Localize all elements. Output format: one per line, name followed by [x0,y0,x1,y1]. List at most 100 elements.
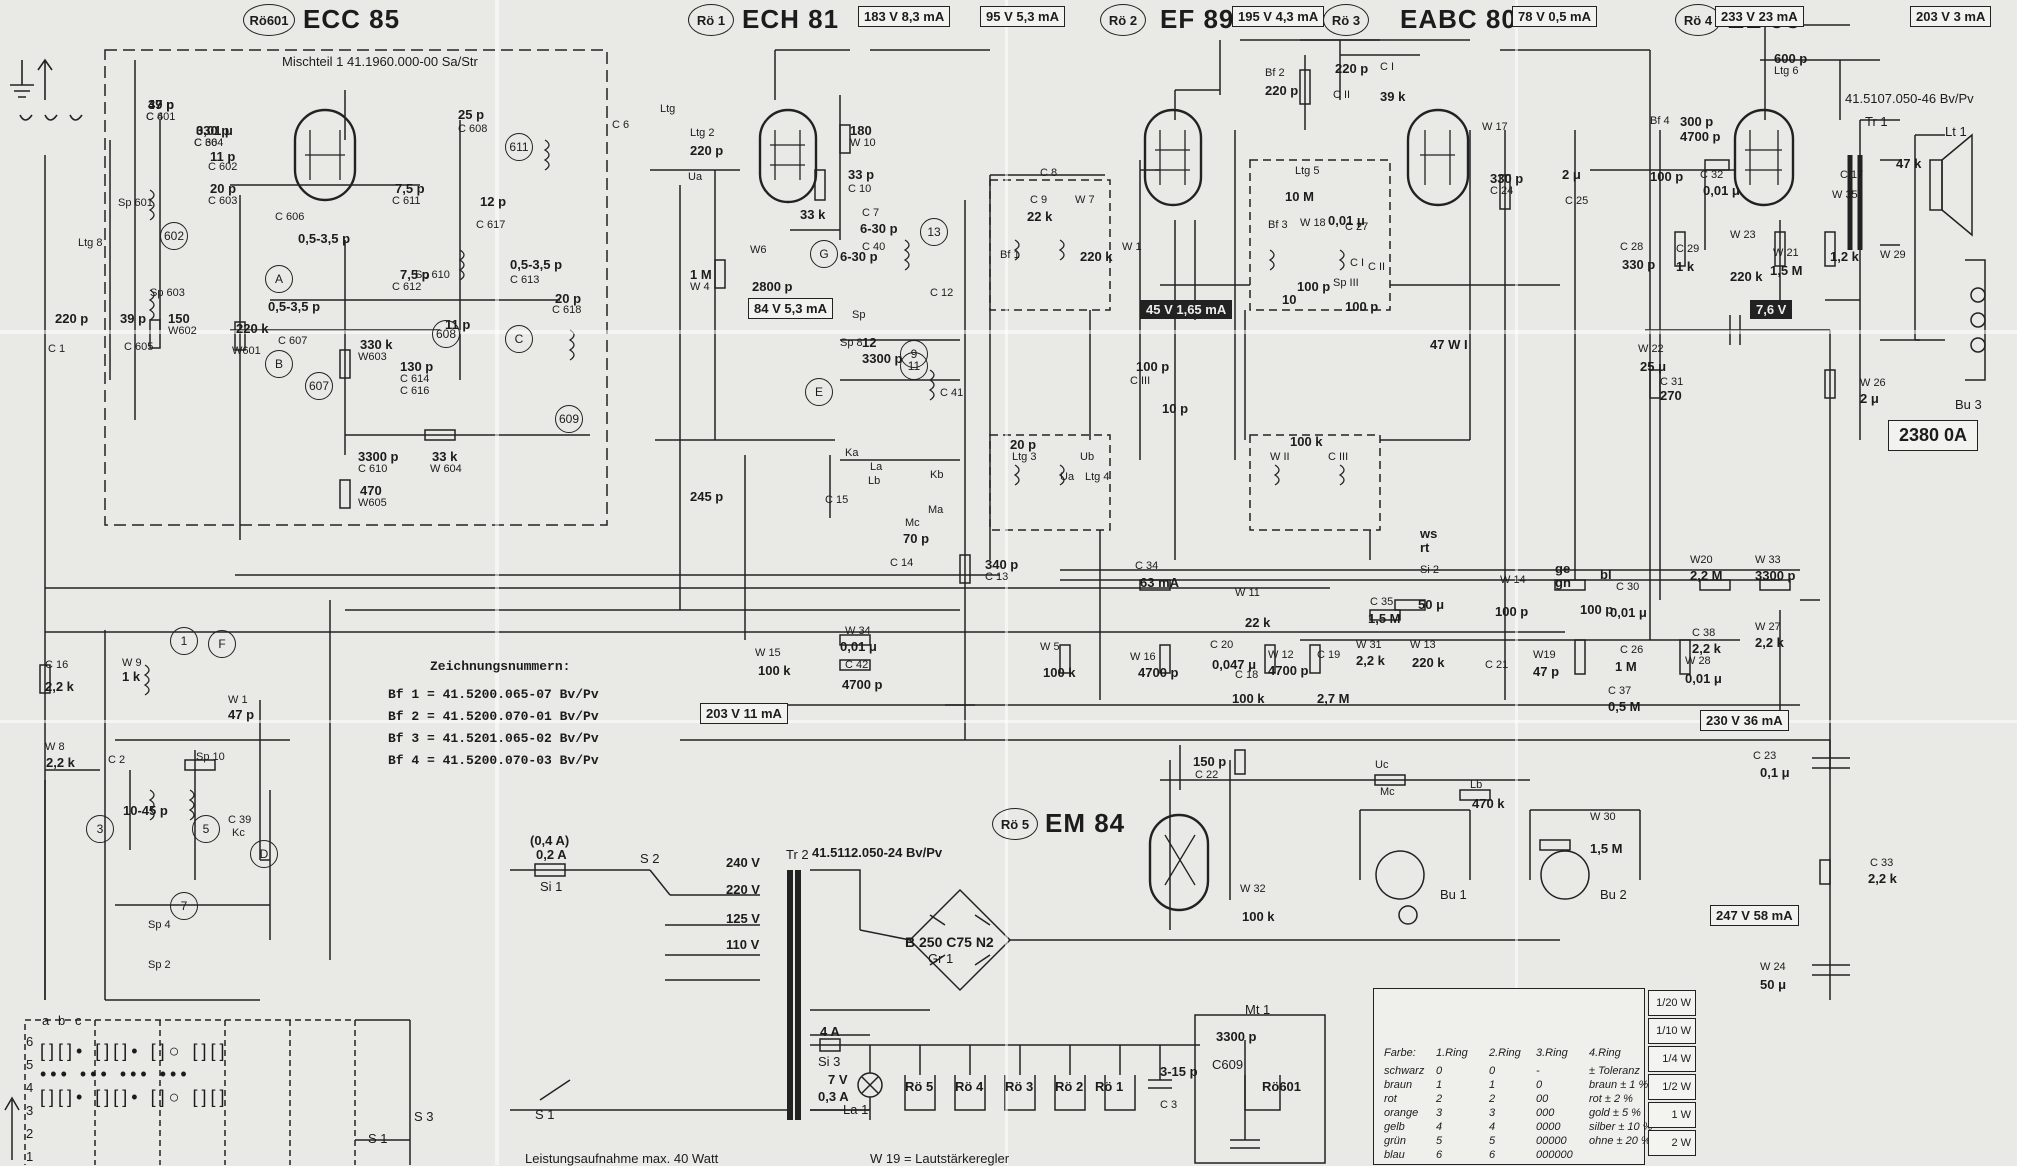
color-table-head-ring4: 4.Ring [1589,1047,1621,1059]
component-label: Sp 10 [196,751,225,763]
transformer-tap-110: 110 V [726,937,760,952]
component-label: W 1 [228,694,248,706]
color-table-cell: 00000 [1536,1135,1567,1147]
component-label: 20 p [1010,437,1037,452]
component-label: Bf 1 [1000,249,1020,261]
component-label: 130 p [400,359,434,374]
color-table-cell: 0 [1536,1079,1543,1091]
component-label: C 617 [476,219,506,231]
component-label: W 17 [1482,121,1508,133]
switch-col-c: c [75,1013,82,1028]
component-label: C 616 [400,385,430,397]
voltage-box-el95-anode: 233 V 23 mA [1715,6,1804,27]
component-label: 33 p [848,167,875,182]
heater-ro5: Rö 5 [905,1079,934,1094]
tube-ref-ech81: Rö 1 [688,4,734,36]
component-label: 220 k [236,321,269,336]
component-label: 0,01 μ [1328,213,1365,228]
component-label: W20 [1690,554,1713,566]
component-label: 330 p [1490,171,1524,186]
color-table-cell: braun ± 1 % [1589,1079,1649,1091]
component-label: C 605 [124,341,154,353]
color-table-cell: 0000 [1536,1121,1561,1133]
component-label: Bf 2 [1265,67,1285,79]
component-label: 70 p [903,531,930,546]
component-label: 10 p [1162,401,1189,416]
component-label: 220 k [1730,269,1763,284]
component-label: 100 p [1580,602,1614,617]
component-label: ge [1555,561,1571,576]
component-label: W 30 [1590,811,1616,823]
connector-bu2: Bu 2 [1600,887,1627,902]
component-label: 22 k [1027,209,1053,224]
switch-row-5: 5 [26,1057,34,1072]
switch-row-3: 3 [26,1103,34,1118]
component-label: 0,01 μ [1703,183,1740,198]
component-label: 220 k [1412,655,1445,670]
switch-col-a: a [42,1013,50,1028]
color-table-cell: orange [1384,1107,1419,1119]
component-label: 100 k [758,663,791,678]
component-label: 1,5 M [1368,611,1401,626]
voltage-box-ef89-screen: 45 V 1,65 mA [1140,300,1233,319]
component-label: C 40 [862,241,886,253]
color-table-head-ring1: 1.Ring [1436,1047,1468,1059]
component-label: 20 p [210,181,237,196]
component-label: 0,047 μ [1212,657,1257,672]
component-label: W 27 [1755,621,1781,633]
component-label: C 29 [1676,243,1700,255]
component-label: Bf 3 [1268,219,1288,231]
component-label: 39 p [148,97,175,112]
component-label: 2,2 k [1755,635,1784,650]
marker-circle-602: 602 [160,222,188,250]
component-label: 220 p [1265,83,1299,98]
component-label: C 34 [1135,560,1159,572]
component-label: 220 k [1080,249,1113,264]
voltage-box-b3: 247 V 58 mA [1710,905,1799,926]
component-label: W 24 [1760,961,1786,973]
component-label: C 607 [278,335,308,347]
component-label: 12 p [480,194,507,209]
speaker-icon [1930,150,1931,151]
component-label: C 601 [146,111,176,123]
ground-icon [10,58,83,121]
component-label: W 18 [1300,217,1326,229]
component-label: C 12 [930,287,954,299]
component-label: W 5 [1040,641,1060,653]
fuse-rating-label: (0,4 A) [530,833,570,848]
component-label: C 39 [228,814,252,826]
heater-ro4: Rö 4 [955,1079,984,1094]
component-label: W 15 [755,647,781,659]
component-label: Sp 610 [415,269,450,281]
component-label: C 10 [848,183,872,195]
component-label: Ma [928,504,944,516]
marker-circle-608: 608 [432,320,460,348]
coils [143,139,1345,821]
component-label: C 42 [845,659,869,671]
component-label: 2,2 k [1868,871,1897,886]
component-label: 220 p [55,311,89,326]
component-label: 1,2 k [1830,249,1859,264]
component-label: C 23 [1753,750,1777,762]
component-label: W 34 [845,625,871,637]
color-table-cell: schwarz [1384,1065,1425,1077]
component-label: 6-30 p [860,221,898,236]
connector-bu1: Bu 1 [1440,887,1467,902]
mischteil-label: Mischteil 1 41.1960.000-00 Sa/Str [282,54,478,69]
component-label: 0,01 μ [1685,671,1722,686]
heater-ro601: Rö601 [1262,1079,1302,1094]
component-label: W 26 [1860,377,1886,389]
component-label: W 35 [1832,189,1858,201]
marker-circle-g: G [810,240,838,268]
component-label: Uc [1375,759,1389,771]
switch-row-1: 1 [26,1149,34,1164]
component-label: 2,2 k [1356,653,1385,668]
color-table-cell: 000000 [1536,1149,1573,1161]
component-label: C 4 [146,111,164,123]
component-label: 39 p [120,311,147,326]
component-label: C 7 [862,207,880,219]
component-label: 150 p [1193,754,1227,769]
voltage-box-oscillator: 84 V 5,3 mA [748,298,833,319]
component-label: C 19 [1317,649,1341,661]
